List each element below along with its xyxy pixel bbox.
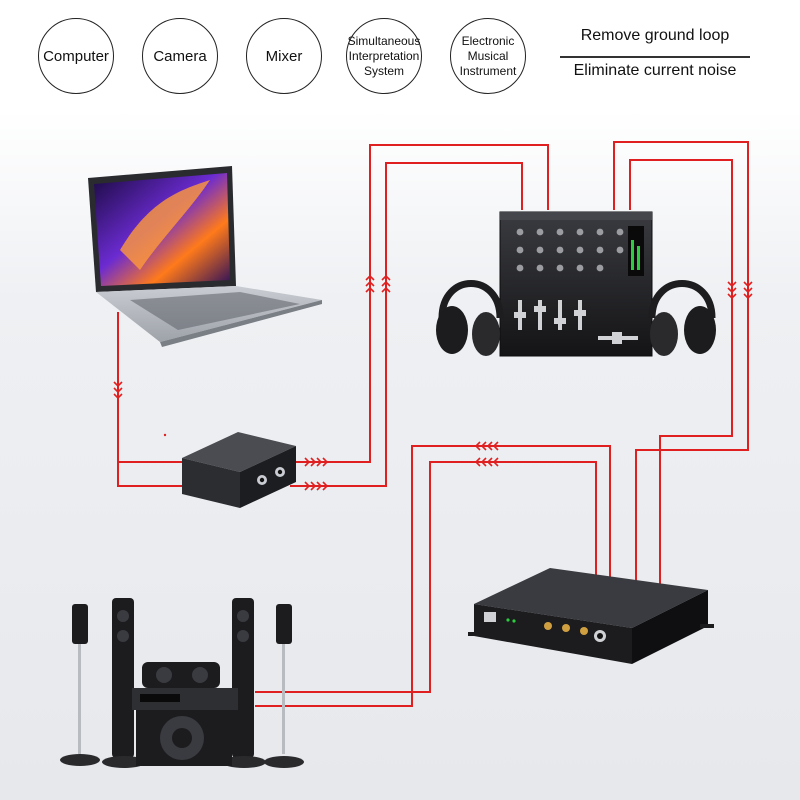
category-simultaneous-interpretation: Simultaneous Interpretation System [346, 18, 422, 94]
cable-isolator-to-mixer-b [290, 162, 523, 487]
category-label: Camera [153, 47, 207, 65]
category-electronic-musical-instrument: Electronic Musical Instrument [450, 18, 526, 94]
cables [117, 141, 749, 707]
headphones-icon [648, 280, 716, 356]
ground-loop-isolator-icon [163, 432, 296, 508]
cable-laptop-to-isolator [117, 312, 185, 463]
dj-mixer-icon [499, 211, 653, 357]
tagline-eliminate-noise: Eliminate current noise [573, 62, 737, 79]
cable-isolator-to-mixer-a [290, 144, 549, 463]
category-label: Electronic Musical Instrument [459, 33, 517, 78]
laptop-icon [88, 166, 322, 347]
home-theater-speakers-icon [60, 598, 304, 768]
audio-amplifier-icon [468, 568, 714, 664]
cable-mixer-to-amp-a [613, 141, 749, 588]
category-computer: Computer [38, 18, 114, 94]
category-label: Simultaneous Interpretation System [347, 33, 421, 78]
category-mixer: Mixer [246, 18, 322, 94]
category-label: Computer [43, 47, 109, 65]
tagline-remove-ground-loop: Remove ground loop [580, 27, 730, 44]
category-label: Mixer [265, 47, 303, 65]
category-camera: Camera [142, 18, 218, 94]
cable-amp-to-speakers-a [255, 461, 597, 693]
cable-laptop-to-isolator-2 [117, 462, 185, 487]
tagline-divider [560, 56, 750, 58]
cable-amp-to-speakers-b [255, 445, 611, 707]
headphones-icon [436, 280, 504, 356]
